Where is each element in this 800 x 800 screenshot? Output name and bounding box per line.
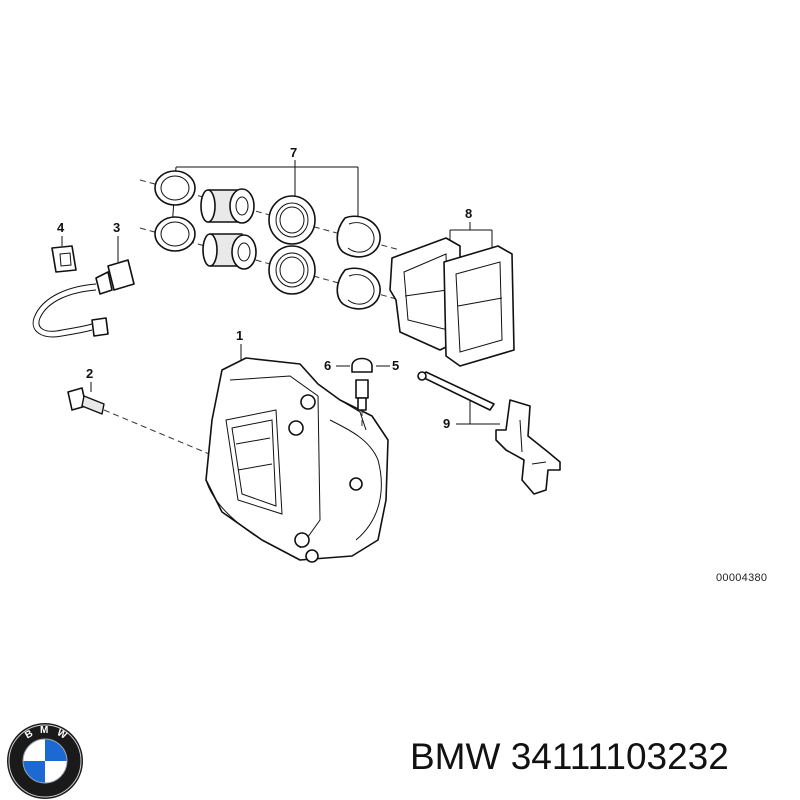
bmw-logo: B M W: [7, 723, 83, 799]
drawing-number: 00004380: [716, 572, 768, 584]
dust-seal-lower: [154, 216, 196, 252]
callout-4: 4: [57, 220, 65, 235]
callout-1: 1: [236, 328, 243, 343]
brake-pad-inner: [389, 237, 461, 351]
guide-pin: [417, 371, 495, 411]
callout-9: 9: [443, 416, 450, 431]
dust-seal-upper: [154, 170, 196, 206]
piston-upper: [200, 188, 255, 224]
caliper-bolt: [67, 387, 105, 415]
callout-9-leader: [456, 400, 500, 425]
brake-caliper-housing: [205, 357, 389, 563]
callout-8-leader: [449, 222, 493, 250]
callout-5: 5: [392, 358, 399, 373]
callout-7-leader: [171, 160, 359, 231]
anti-rattle-spring: [495, 399, 561, 495]
brake-pad-outer: [443, 245, 515, 367]
bolt-axis-line: [103, 409, 215, 457]
brake-wear-sensor: [32, 259, 135, 338]
part-number: 34111103232: [510, 736, 729, 777]
svg-text:B: B: [23, 728, 35, 741]
svg-text:M: M: [40, 725, 48, 736]
callout-7: 7: [290, 145, 297, 160]
piston-lower: [202, 233, 257, 270]
piston-seal-lower: [268, 245, 316, 295]
retaining-clip-lower: [336, 267, 381, 310]
brand-name: BMW: [410, 736, 501, 777]
bleed-valve-cap: [351, 357, 373, 373]
callout-2: 2: [86, 366, 93, 381]
piston-seal-upper: [268, 195, 316, 245]
callout-3: 3: [113, 220, 120, 235]
retaining-clip-upper: [336, 215, 381, 258]
bleed-valve: [355, 379, 369, 411]
callout-8: 8: [465, 206, 472, 221]
callout-6: 6: [324, 358, 331, 373]
part-number-label: BMW 34111103232: [410, 736, 729, 778]
retaining-clip-small: [51, 245, 77, 273]
